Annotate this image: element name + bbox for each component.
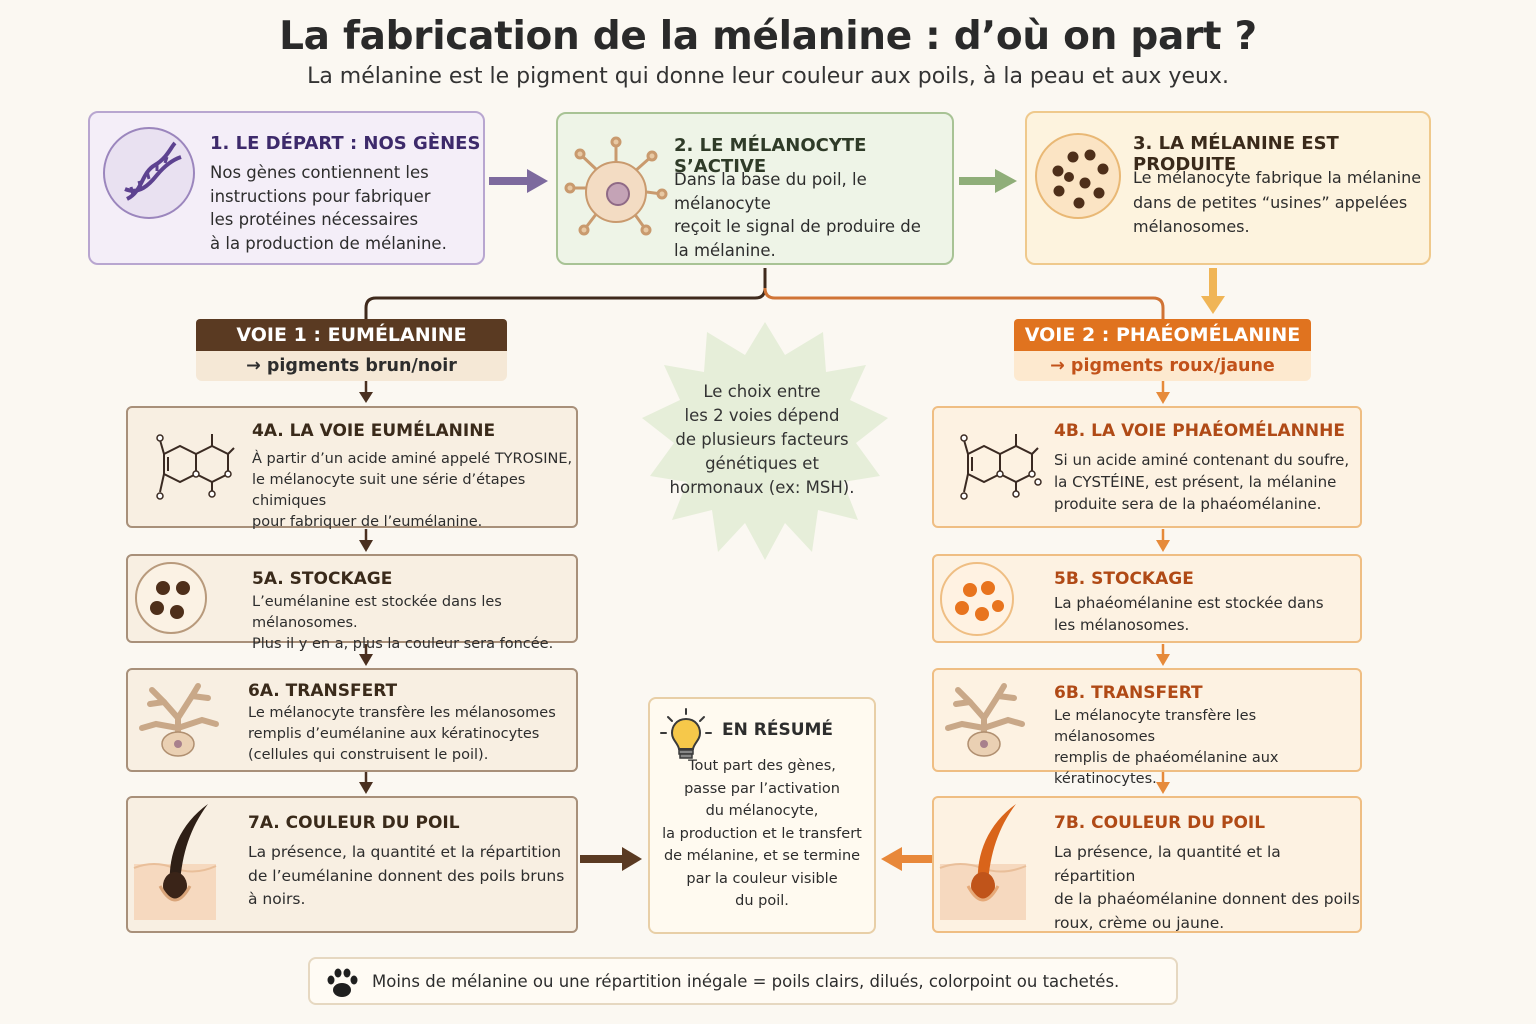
voie2-header: VOIE 2 : PHAÉOMÉLANINE <box>1014 319 1311 351</box>
voie2-subheader: → pigments roux/jaune <box>1014 351 1311 381</box>
molecule-icon <box>156 434 235 500</box>
step-6a-title: 6A. TRANSFERT <box>248 681 398 701</box>
choice-text: Le choix entre les 2 voies dépend de plu… <box>669 382 855 497</box>
arrow-1-to-2 <box>489 169 548 193</box>
step-genes-text: Nos gènes contiennent les instructions p… <box>210 163 447 253</box>
arrow-7a-to-resume <box>580 847 642 871</box>
step-4a-text: À partir d’un acide aminé appelé TYROSIN… <box>252 451 573 530</box>
step-6b-text: Le mélanocyte transfère les mélanosomes … <box>1054 708 1279 787</box>
step-4b-title: 4B. LA VOIE PHAÉOMÉLANNHE <box>1054 421 1345 441</box>
step-7a-box: 7A. COULEUR DU POIL La présence, la quan… <box>126 796 578 933</box>
summary-title: EN RÉSUMÉ <box>722 720 834 740</box>
page-title: La fabrication de la mélanine : d’où on … <box>279 14 1257 59</box>
molecule-icon <box>960 434 1042 500</box>
step-melanocyte-box: 2. LE MÉLANOCYTE S’ACTIVE Dans la base d… <box>556 112 954 265</box>
step-melanocyte-text: Dans la base du poil, le mélanocyte reço… <box>674 170 921 260</box>
step-5b-box: 5B. STOCKAGE La phaéomélanine est stocké… <box>932 554 1362 643</box>
step-4a-title: 4A. LA VOIE EUMÉLANINE <box>252 421 496 441</box>
step-genes-title: 1. LE DÉPART : NOS GÈNES <box>210 133 481 154</box>
page-subtitle: La mélanine est le pigment qui donne leu… <box>307 64 1229 89</box>
step-melanin-produced-title: 3. LA MÉLANINE EST PRODUITE <box>1133 133 1339 175</box>
hair-follicle-icon <box>133 804 217 920</box>
melanocyte-icon <box>564 136 668 236</box>
footer-text: Moins de mélanine ou une répartition iné… <box>372 972 1120 991</box>
step-6b-title: 6B. TRANSFERT <box>1054 683 1203 703</box>
step-5a-title: 5A. STOCKAGE <box>252 569 393 589</box>
summary-text: Tout part des gènes, passe par l’activat… <box>662 758 862 909</box>
step-4a-box: 4A. LA VOIE EUMÉLANINE À partir d’un aci… <box>126 406 578 530</box>
step-6b-box: 6B. TRANSFERT Le mélanocyte transfère le… <box>932 668 1362 787</box>
step-genes-box: 1. LE DÉPART : NOS GÈNES Nos gènes conti… <box>88 111 485 265</box>
voie1-header: VOIE 1 : EUMÉLANINE <box>196 319 507 351</box>
arrow-2-to-3 <box>959 169 1017 193</box>
step-6a-text: Le mélanocyte transfère les mélanosomes … <box>248 705 556 763</box>
step-5a-text: L’eumélanine est stockée dans les mélano… <box>252 594 554 652</box>
voie1-subheader: → pigments brun/noir <box>196 351 507 381</box>
storage-icon <box>135 562 207 634</box>
step-7b-title: 7B. COULEUR DU POIL <box>1054 813 1266 833</box>
dna-icon <box>103 127 195 219</box>
step-7b-box: 7B. COULEUR DU POIL La présence, la quan… <box>932 796 1362 933</box>
step-5b-text: La phaéomélanine est stockée dans les mé… <box>1054 594 1324 634</box>
step-5a-box: 5A. STOCKAGE L’eumélanine est stockée da… <box>126 554 578 652</box>
footer-note: Moins de mélanine ou une répartition iné… <box>308 957 1178 1005</box>
paw-icon <box>327 968 358 997</box>
melanosome-icon <box>1035 133 1121 219</box>
step-7a-text: La présence, la quantité et la répartiti… <box>248 843 565 908</box>
arrow-7b-to-resume <box>881 847 932 871</box>
hair-follicle-icon <box>939 804 1027 920</box>
choice-starburst <box>642 322 888 560</box>
bracket-left <box>364 268 767 319</box>
step-7a-title: 7A. COULEUR DU POIL <box>248 813 460 833</box>
step-4b-text: Si un acide aminé contenant du soufre, l… <box>1054 451 1350 513</box>
lightbulb-icon <box>660 708 712 759</box>
summary-box: EN RÉSUMÉ Tout part des gènes, passe par… <box>648 697 876 934</box>
step-melanin-produced-text: Le mélanocyte fabrique la mélanine dans … <box>1133 168 1422 236</box>
step-5b-title: 5B. STOCKAGE <box>1054 569 1194 589</box>
arrow-3-down <box>1201 268 1225 314</box>
bracket-right <box>763 287 1165 319</box>
step-melanin-produced-box: 3. LA MÉLANINE EST PRODUITE Le mélanocyt… <box>1025 111 1431 265</box>
storage-icon <box>940 562 1014 636</box>
dendrite-cell-icon <box>945 683 1025 757</box>
dendrite-cell-icon <box>139 683 219 757</box>
step-7b-text: La présence, la quantité et la répartiti… <box>1054 843 1360 932</box>
step-melanocyte-title: 2. LE MÉLANOCYTE S’ACTIVE <box>674 135 867 177</box>
step-6a-box: 6A. TRANSFERT Le mélanocyte transfère le… <box>126 668 578 772</box>
step-4b-box: 4B. LA VOIE PHAÉOMÉLANNHE Si un acide am… <box>932 406 1362 528</box>
